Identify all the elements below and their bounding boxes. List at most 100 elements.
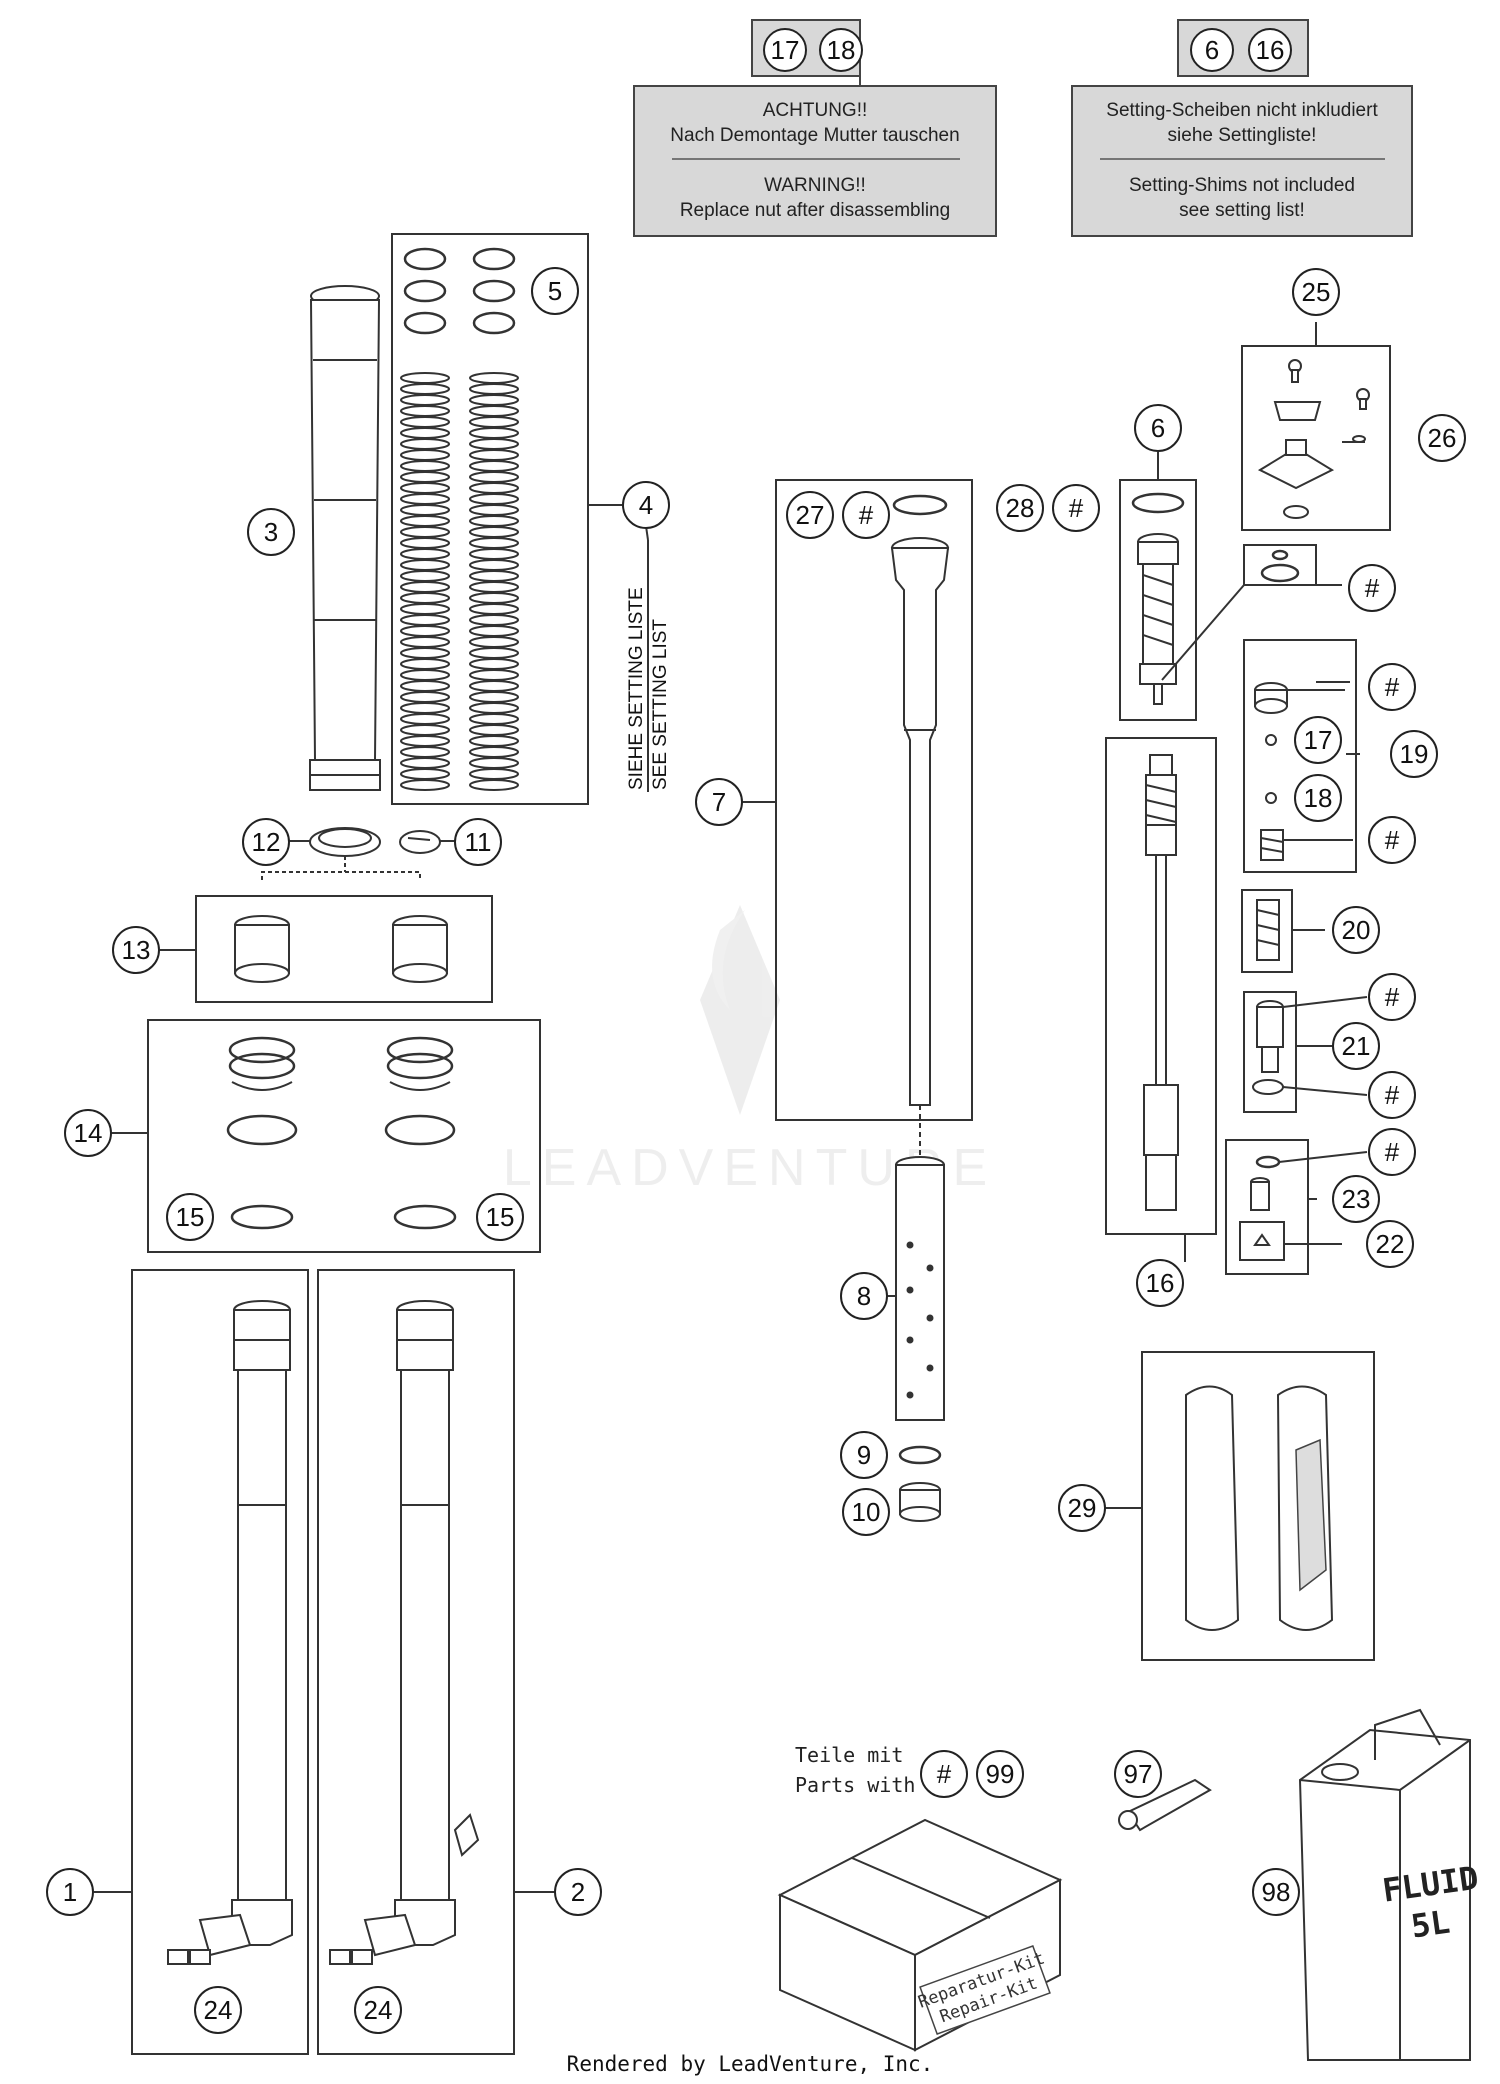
- spring-coil: [400, 427, 450, 439]
- callout-9[interactable]: 9: [840, 1431, 888, 1479]
- svg-text:23: 23: [1342, 1184, 1371, 1214]
- callout-11[interactable]: 11: [454, 818, 502, 866]
- spring-coil: [400, 570, 450, 582]
- callout-16[interactable]: 16: [1136, 1259, 1184, 1307]
- callout-98[interactable]: 98: [1252, 1868, 1300, 1916]
- perforated-tube-part: [895, 1156, 945, 1421]
- spring-coil: [469, 449, 519, 461]
- svg-text:27: 27: [796, 500, 825, 530]
- spring-coil: [469, 504, 519, 516]
- callout-97[interactable]: 97: [1114, 1750, 1162, 1798]
- callout-hash-parts[interactable]: #: [920, 1750, 968, 1798]
- callout-18[interactable]: 18: [1294, 774, 1342, 822]
- callout-26[interactable]: 26: [1418, 414, 1466, 462]
- callout-hash-27[interactable]: #: [842, 491, 890, 539]
- callout-hash-23[interactable]: #: [1368, 1128, 1416, 1176]
- callout-1[interactable]: 1: [46, 1868, 94, 1916]
- fork-leg-left-frame: [131, 1269, 309, 2055]
- callout-12[interactable]: 12: [242, 818, 290, 866]
- render-credit: Rendered by LeadVenture, Inc.: [566, 2052, 934, 2076]
- piston-rod-part: [1143, 754, 1179, 1211]
- spring-coil: [469, 680, 519, 692]
- spring-coil: [400, 680, 450, 692]
- spring-20-part: [1256, 899, 1280, 961]
- callout-4[interactable]: 4: [622, 481, 670, 529]
- setting-list-de: SIEHE SETTING LISTE: [626, 587, 647, 790]
- callout-24-right[interactable]: 24: [354, 1986, 402, 2034]
- spring-coil: [469, 757, 519, 769]
- callout-hash-28[interactable]: #: [1052, 484, 1100, 532]
- nut-10-part: [899, 1482, 941, 1522]
- callout-17[interactable]: 17: [1294, 716, 1342, 764]
- svg-text:5: 5: [548, 276, 562, 306]
- callout-15-left[interactable]: 15: [166, 1193, 214, 1241]
- callout-24-left[interactable]: 24: [194, 1986, 242, 2034]
- svg-text:14: 14: [74, 1118, 103, 1148]
- callout-23[interactable]: 23: [1332, 1175, 1380, 1223]
- callout-10[interactable]: 10: [842, 1488, 890, 1536]
- spring-coil: [400, 647, 450, 659]
- svg-text:12: 12: [252, 827, 281, 857]
- spring-coil: [469, 438, 519, 450]
- callout-5[interactable]: 5: [531, 267, 579, 315]
- valve-kit-21-frame: [1243, 991, 1297, 1113]
- note-tag-17[interactable]: 17: [763, 28, 807, 72]
- callout-3[interactable]: 3: [247, 508, 295, 556]
- spring-coil: [469, 526, 519, 538]
- callout-13[interactable]: 13: [112, 926, 160, 974]
- callout-hash-21-bottom[interactable]: #: [1368, 1071, 1416, 1119]
- callout-99[interactable]: 99: [976, 1750, 1024, 1798]
- spring-coil: [400, 416, 450, 428]
- note-tag-16[interactable]: 16: [1248, 28, 1292, 72]
- seal-set-frame: [147, 1019, 541, 1253]
- spring-coil: [400, 746, 450, 758]
- callout-hash-19-top[interactable]: #: [1368, 663, 1416, 711]
- svg-text:19: 19: [1400, 739, 1429, 769]
- o-ring-set: [403, 247, 516, 335]
- spring-coil: [469, 691, 519, 703]
- callout-21[interactable]: 21: [1332, 1022, 1380, 1070]
- callout-14[interactable]: 14: [64, 1109, 112, 1157]
- note-tag-18[interactable]: 18: [819, 28, 863, 72]
- callout-28[interactable]: 28: [996, 484, 1044, 532]
- valve-kit-23-part: [1239, 1155, 1285, 1261]
- callout-8[interactable]: 8: [840, 1272, 888, 1320]
- setting-list-en: SEE SETTING LIST: [650, 619, 671, 790]
- svg-text:1: 1: [63, 1877, 77, 1907]
- spring-coil: [400, 614, 450, 626]
- spring-coil: [400, 592, 450, 604]
- callout-hash-19-bottom[interactable]: #: [1368, 816, 1416, 864]
- callout-hash-21-top[interactable]: #: [1368, 973, 1416, 1021]
- spring-coil: [469, 581, 519, 593]
- callout-19[interactable]: 19: [1390, 730, 1438, 778]
- callout-15-right[interactable]: 15: [476, 1193, 524, 1241]
- svg-text:#: #: [1385, 672, 1400, 702]
- callout-22[interactable]: 22: [1366, 1220, 1414, 1268]
- callout-hash-seal[interactable]: #: [1348, 564, 1396, 612]
- spring-coil: [400, 438, 450, 450]
- fork-springs: [400, 372, 519, 791]
- parts-with-en: Parts with: [795, 1773, 915, 1797]
- spring-kit-frame: [391, 233, 589, 805]
- clip-part: [399, 830, 441, 854]
- svg-text:28: 28: [1006, 493, 1035, 523]
- spring-coil: [469, 636, 519, 648]
- spring-coil: [400, 460, 450, 472]
- parts-with-de: Teile mit: [795, 1743, 903, 1767]
- callout-7[interactable]: 7: [695, 778, 743, 826]
- setting-list-label: SIEHE SETTING LISTE SEE SETTING LIST: [626, 587, 671, 790]
- callout-6[interactable]: 6: [1134, 404, 1182, 452]
- note-tag-6[interactable]: 6: [1190, 28, 1234, 72]
- svg-text:24: 24: [204, 1995, 233, 2025]
- spring-coil: [469, 724, 519, 736]
- note-line: Setting-Scheiben nicht inkludiert: [1106, 100, 1378, 121]
- bushing-part: [234, 915, 448, 983]
- callout-25[interactable]: 25: [1292, 268, 1340, 316]
- spring-coil: [400, 625, 450, 637]
- callout-29[interactable]: 29: [1058, 1484, 1106, 1532]
- callout-20[interactable]: 20: [1332, 906, 1380, 954]
- callout-2[interactable]: 2: [554, 1868, 602, 1916]
- callout-27[interactable]: 27: [786, 491, 834, 539]
- svg-text:#: #: [1365, 573, 1380, 603]
